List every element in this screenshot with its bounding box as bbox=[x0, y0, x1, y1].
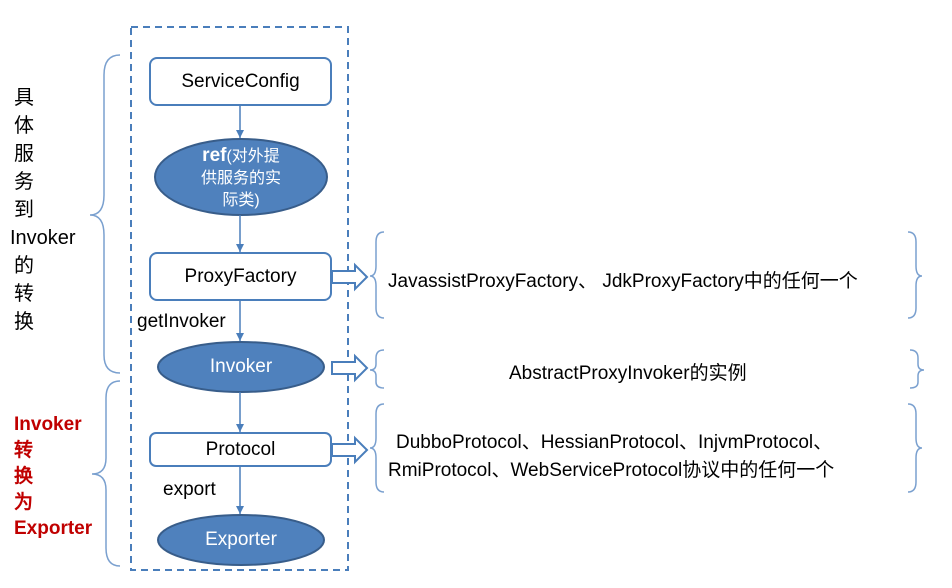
ref-line3: 际类) bbox=[222, 191, 260, 209]
protocol-text: Protocol bbox=[205, 438, 276, 460]
exporter-label: Exporter bbox=[158, 515, 324, 565]
note-brace-invoker-left bbox=[369, 349, 385, 389]
left-top-char-3: 服 bbox=[14, 143, 34, 165]
ref-label: ref(对外提 供服务的实 际类) bbox=[155, 140, 327, 216]
get-invoker-label: getInvoker bbox=[137, 311, 226, 332]
ref-line2: 供服务的实 bbox=[200, 169, 281, 187]
exporter-text: Exporter bbox=[205, 529, 277, 550]
service-config-text: ServiceConfig bbox=[181, 70, 300, 92]
note-proxy-factory: JavassistProxyFactory、 JdkProxyFactory中的… bbox=[388, 271, 858, 292]
left-top-char-8: 转 bbox=[14, 283, 34, 305]
left-label-bottom: Invoker 转 换 为 Exporter bbox=[14, 412, 92, 542]
note-brace-invoker-right bbox=[909, 349, 925, 389]
exporter-ellipse bbox=[157, 514, 325, 566]
invoker-text: Invoker bbox=[209, 356, 273, 377]
left-bottom-word-exporter: Exporter bbox=[14, 518, 93, 539]
proxy-factory-label: ProxyFactory bbox=[150, 253, 331, 300]
left-brace-top bbox=[89, 54, 121, 374]
note-protocol-line1: DubboProtocol、HessianProtocol、InjvmProto… bbox=[396, 432, 833, 453]
left-bottom-char-2: 转 bbox=[14, 440, 34, 461]
left-top-char-1: 具 bbox=[14, 87, 34, 109]
left-top-char-7: 的 bbox=[14, 255, 34, 277]
dashed-frame bbox=[130, 26, 349, 571]
left-bottom-char-3: 换 bbox=[14, 466, 34, 487]
left-brace-bottom bbox=[91, 380, 121, 567]
proxy-factory-text: ProxyFactory bbox=[184, 265, 297, 287]
ref-keyword: ref bbox=[202, 144, 227, 166]
note-brace-proxy-right bbox=[907, 231, 923, 319]
ref-line1: ref(对外提 bbox=[202, 145, 280, 168]
block-arrow-invoker bbox=[331, 353, 369, 383]
note-brace-protocol-left bbox=[369, 403, 385, 493]
left-top-char-5: 到 bbox=[14, 199, 34, 221]
block-arrow-protocol bbox=[331, 435, 369, 465]
left-bottom-word-invoker: Invoker bbox=[14, 414, 82, 435]
export-label: export bbox=[163, 479, 216, 500]
note-invoker: AbstractProxyInvoker的实例 bbox=[509, 363, 747, 384]
left-top-word-invoker: Invoker bbox=[10, 227, 76, 249]
left-top-char-4: 务 bbox=[14, 171, 34, 193]
protocol-label: Protocol bbox=[150, 433, 331, 466]
left-label-top: 具 体 服 务 到 Invoker 的 转 换 bbox=[10, 84, 76, 336]
note-protocol-line2: RmiProtocol、WebServiceProtocol协议中的任何一个 bbox=[388, 460, 835, 481]
left-bottom-char-4: 为 bbox=[14, 492, 34, 513]
invoker-ellipse bbox=[157, 341, 325, 393]
invoker-label: Invoker bbox=[158, 342, 324, 392]
left-top-char-2: 体 bbox=[14, 115, 34, 137]
service-config-label: ServiceConfig bbox=[150, 58, 331, 105]
ref-ellipse bbox=[154, 138, 328, 216]
ref-line1-rest: (对外提 bbox=[226, 147, 280, 165]
block-arrow-proxy bbox=[331, 262, 369, 292]
note-brace-proxy-left bbox=[369, 231, 385, 319]
note-brace-protocol-right bbox=[907, 403, 923, 493]
left-top-char-9: 换 bbox=[14, 311, 34, 333]
